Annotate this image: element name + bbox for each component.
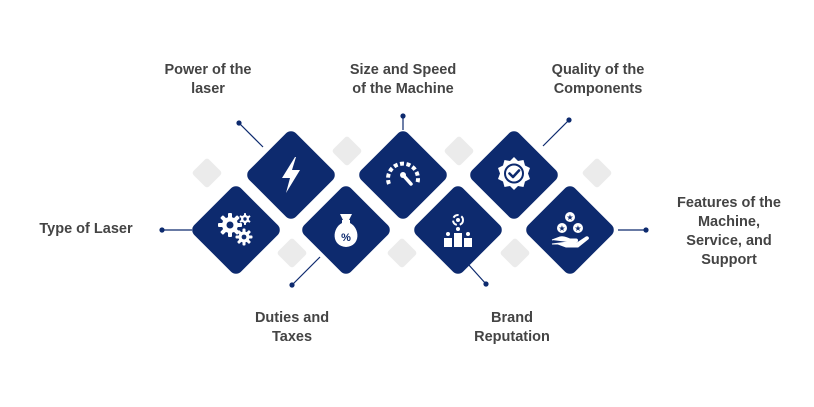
- label-duties-and-taxes: Duties and Taxes: [226, 309, 358, 347]
- svg-text:%: %: [341, 232, 351, 244]
- hand-stars-icon: ★ ★ ★: [551, 212, 589, 248]
- label-line: Reputation: [474, 329, 550, 345]
- label-brand-reputation: Brand Reputation: [450, 309, 574, 347]
- label-line: Duties and: [254, 310, 330, 326]
- label-line: Features of the: [677, 195, 781, 211]
- connector-duties-and-taxes: [289, 256, 321, 288]
- label-type-of-laser: Type of Laser: [24, 220, 148, 239]
- label-power-of-the-laser: Power of the laser: [140, 61, 276, 99]
- label-line: Power of the: [164, 62, 252, 78]
- svg-text:★: ★: [558, 224, 565, 233]
- svg-text:★: ★: [574, 224, 581, 233]
- label-line: laser: [191, 81, 225, 97]
- label-line: Machine,: [697, 214, 761, 230]
- connector-features-service-support: [618, 227, 649, 233]
- label-line: Service, and: [686, 233, 772, 249]
- label-line: Support: [701, 252, 757, 268]
- label-line: Brand: [491, 310, 533, 326]
- lightning-icon: [282, 157, 300, 193]
- connector-brand-reputation: [467, 263, 489, 287]
- connector-size-and-speed: [400, 113, 406, 130]
- gears-icon: [218, 213, 253, 246]
- label-line: Taxes: [271, 329, 313, 345]
- money-bag-icon: %: [334, 214, 358, 247]
- label-line: of the Machine: [352, 81, 454, 97]
- quality-badge-icon: [498, 157, 530, 190]
- label-size-and-speed: Size and Speed of the Machine: [322, 61, 484, 99]
- connector-quality-of-components: [542, 117, 572, 147]
- podium-icon: [444, 214, 472, 247]
- connector-power-of-the-laser: [236, 120, 264, 148]
- svg-text:★: ★: [566, 213, 573, 222]
- connector-type-of-laser: [159, 227, 192, 233]
- label-line: Type of Laser: [39, 221, 133, 237]
- label-line: Size and Speed: [349, 62, 457, 78]
- label-features-service-support: Features of the Machine, Service, and Su…: [654, 194, 804, 270]
- label-quality-of-components: Quality of the Components: [524, 61, 672, 99]
- speedometer-icon: [386, 161, 420, 186]
- label-line: Quality of the: [551, 62, 645, 78]
- label-line: Components: [553, 81, 643, 97]
